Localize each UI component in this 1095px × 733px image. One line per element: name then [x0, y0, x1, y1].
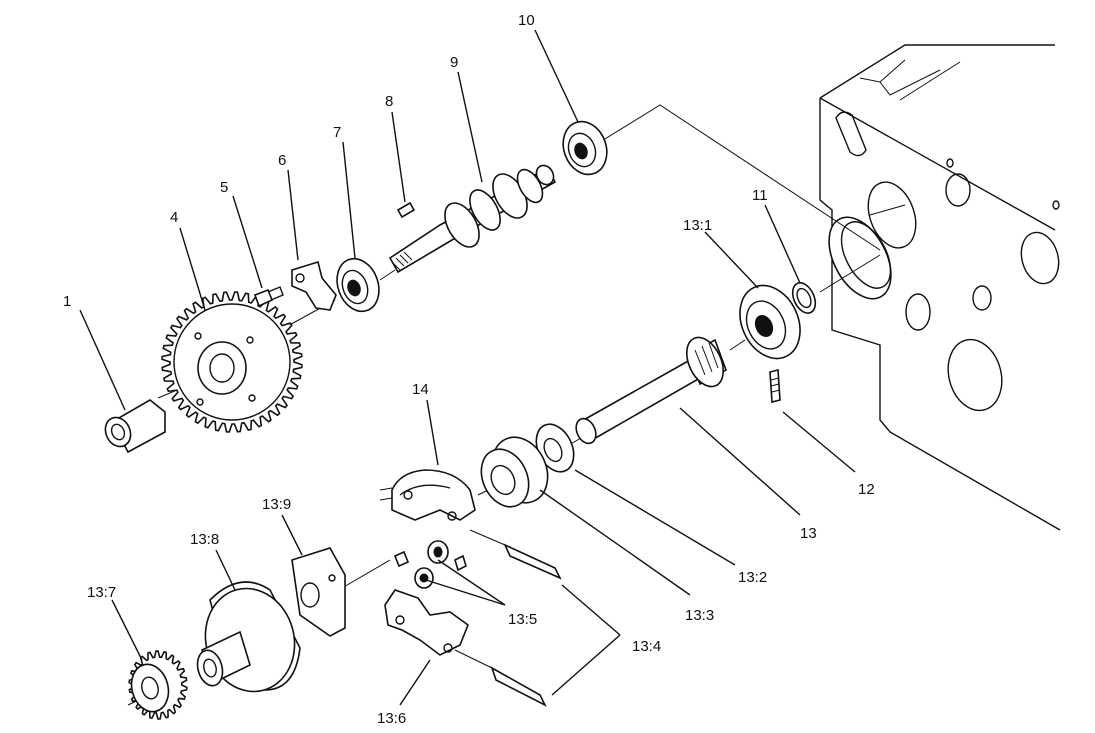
- part-circlip: [791, 282, 817, 314]
- label-13-2: 13:2: [738, 569, 767, 586]
- part-drum: [196, 581, 301, 693]
- label-13-8: 13:8: [190, 531, 219, 548]
- label-10: 10: [518, 12, 535, 29]
- label-13: 13: [800, 525, 817, 542]
- engine-block: [819, 44, 1061, 531]
- part-sleeve: [480, 436, 549, 508]
- label-13-1: 13:1: [683, 217, 712, 234]
- label-13-5: 13:5: [508, 611, 537, 628]
- label-13-9: 13:9: [262, 496, 291, 513]
- leader-lines: [79, 29, 856, 706]
- part-retainer-plate: [291, 260, 337, 311]
- part-hub: [104, 399, 166, 454]
- part-washer: [535, 423, 575, 473]
- label-7: 7: [333, 124, 341, 141]
- part-yoke-housing: [379, 469, 476, 521]
- part-pins: [454, 529, 562, 707]
- part-key: [396, 201, 416, 219]
- label-1: 1: [63, 293, 71, 310]
- label-14: 14: [412, 381, 429, 398]
- label-12: 12: [858, 481, 875, 498]
- label-4: 4: [170, 209, 178, 226]
- part-large-gear: [161, 291, 303, 433]
- part-screw: [253, 286, 284, 308]
- label-5: 5: [220, 179, 228, 196]
- part-small-gear: [128, 650, 188, 720]
- label-8: 8: [385, 93, 393, 110]
- callout-labels: 1 4 5 6 7 8 9 10 11 12 13 13:1 13:2 13:3…: [63, 12, 875, 727]
- part-governor-shaft: [575, 336, 727, 445]
- label-13-7: 13:7: [87, 584, 116, 601]
- part-set-screw: [769, 368, 781, 404]
- label-13-6: 13:6: [377, 710, 406, 727]
- label-11: 11: [752, 187, 768, 204]
- part-bearing-10: [562, 120, 608, 176]
- label-13-4: 13:4: [632, 638, 661, 655]
- part-camshaft: [388, 164, 557, 274]
- label-6: 6: [278, 152, 286, 169]
- part-flyweight-yoke: [384, 589, 469, 656]
- label-9: 9: [450, 54, 458, 71]
- label-13-3: 13:3: [685, 607, 714, 624]
- part-plate: [291, 547, 346, 637]
- part-rollers: [393, 540, 467, 589]
- part-bearing-7: [336, 257, 380, 313]
- part-bearing-13-1: [739, 284, 801, 360]
